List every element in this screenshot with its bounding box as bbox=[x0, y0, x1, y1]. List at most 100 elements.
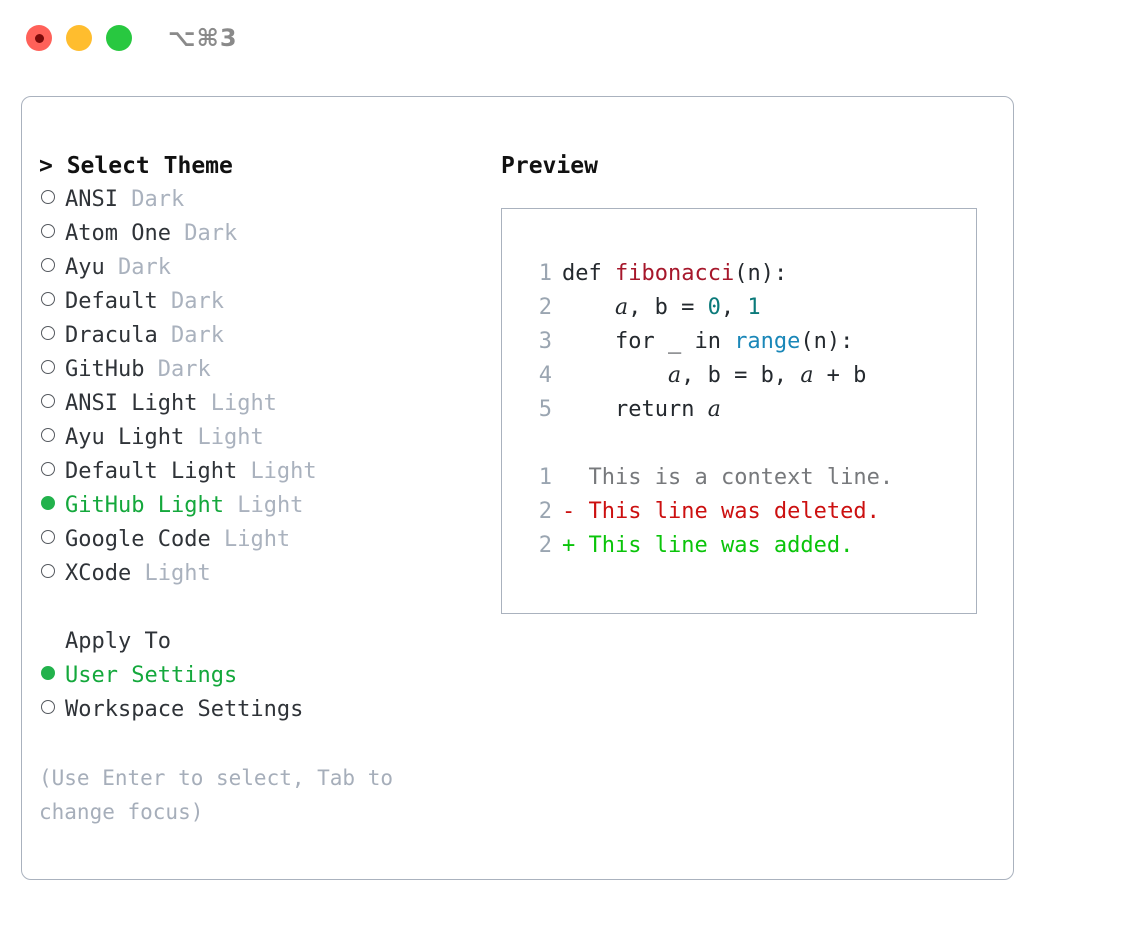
code-token-plain: , b = b, bbox=[681, 363, 801, 388]
code-line: 5 return a bbox=[522, 393, 976, 427]
theme-list-item[interactable]: GitHub Dark bbox=[39, 353, 499, 387]
space bbox=[105, 251, 118, 285]
code-line: 4 a, b = b, a + b bbox=[522, 359, 976, 393]
apply-to-label: User Settings bbox=[65, 663, 238, 688]
code-token-var: a bbox=[614, 295, 629, 320]
code-token-def: def bbox=[562, 261, 615, 286]
apply-to-item[interactable]: User Settings bbox=[39, 659, 499, 693]
theme-variant-tag: Light bbox=[144, 561, 211, 586]
code-token-plain: for _ in bbox=[562, 329, 735, 354]
code-token-var: a bbox=[667, 363, 682, 388]
theme-list-item[interactable]: Ayu Dark bbox=[39, 251, 499, 285]
theme-list-item[interactable]: XCode Light bbox=[39, 557, 499, 591]
space bbox=[144, 353, 157, 387]
theme-list-item[interactable]: Dracula Dark bbox=[39, 319, 499, 353]
diff-marker: + bbox=[562, 533, 589, 558]
code-diff-gap bbox=[522, 427, 976, 461]
minimize-button[interactable] bbox=[66, 25, 92, 51]
theme-variant-tag: Dark bbox=[131, 187, 185, 212]
line-number: 1 bbox=[538, 261, 552, 286]
diff-sample: 1 This is a context line.2- This line wa… bbox=[522, 461, 976, 563]
space bbox=[224, 489, 237, 523]
theme-variant-tag: Light bbox=[250, 459, 317, 484]
space bbox=[158, 319, 171, 353]
diff-line-text: This is a context line. bbox=[588, 465, 894, 490]
code-token-fn: fibonacci bbox=[614, 261, 735, 286]
theme-list-item[interactable]: GitHub Light Light bbox=[39, 489, 499, 523]
code-token-var: a bbox=[707, 397, 721, 422]
code-line: 3 for _ in range(n): bbox=[522, 325, 976, 359]
window-title: ⌥⌘3 bbox=[168, 24, 238, 52]
theme-variant-tag: Light bbox=[197, 425, 264, 450]
theme-list-item[interactable]: ANSI Dark bbox=[39, 183, 499, 217]
space bbox=[211, 523, 224, 557]
apply-to-label: Workspace Settings bbox=[65, 697, 304, 722]
theme-list-item[interactable]: ANSI Light Light bbox=[39, 387, 499, 421]
code-token-plain: (n): bbox=[734, 261, 788, 286]
code-token-plain: , bbox=[720, 295, 748, 320]
theme-variant-tag: Dark bbox=[170, 289, 224, 314]
hint-spacer bbox=[39, 727, 499, 761]
theme-variant-tag: Light bbox=[210, 391, 277, 416]
line-number: 1 bbox=[538, 465, 552, 490]
code-token-plain bbox=[562, 363, 668, 388]
theme-name: XCode bbox=[65, 561, 132, 586]
diff-line-text: This line was added. bbox=[588, 533, 854, 558]
code-token-plain: , b = bbox=[628, 295, 708, 320]
code-token-num: 0 bbox=[707, 295, 721, 320]
diff-line-context: 1 This is a context line. bbox=[522, 461, 976, 495]
code-line-text: return a bbox=[562, 393, 721, 427]
theme-variant-tag: Light bbox=[223, 527, 291, 552]
space bbox=[158, 285, 171, 319]
code-token-plain: (n): bbox=[800, 329, 854, 354]
theme-name: Atom One bbox=[65, 221, 171, 246]
zoom-button[interactable] bbox=[106, 25, 132, 51]
theme-list-item[interactable]: Atom One Dark bbox=[39, 217, 499, 251]
space bbox=[237, 455, 250, 489]
space bbox=[118, 183, 131, 217]
diff-marker bbox=[562, 461, 589, 495]
theme-variant-tag: Dark bbox=[118, 255, 171, 280]
line-number: 2 bbox=[538, 295, 552, 320]
select-theme-header: > Select Theme bbox=[39, 153, 233, 179]
theme-name: Default Light bbox=[65, 459, 238, 484]
theme-list-item[interactable]: Google Code Light bbox=[39, 523, 499, 557]
title-bar: ⌥⌘3 bbox=[0, 0, 1140, 78]
theme-variant-tag: Dark bbox=[184, 221, 238, 246]
theme-list-item[interactable]: Default Light Light bbox=[39, 455, 499, 489]
line-number: 5 bbox=[538, 397, 552, 422]
code-token-plain: + b bbox=[813, 363, 867, 388]
theme-list-item[interactable]: Ayu Light Light bbox=[39, 421, 499, 455]
space bbox=[171, 217, 184, 251]
apply-to-item[interactable]: Workspace Settings bbox=[39, 693, 499, 727]
space bbox=[184, 421, 197, 455]
code-token-plain: return bbox=[562, 397, 708, 422]
theme-variant-tag: Dark bbox=[170, 323, 224, 348]
theme-name: GitHub Light bbox=[65, 493, 224, 518]
space bbox=[197, 387, 210, 421]
diff-line-deleted: 2- This line was deleted. bbox=[522, 495, 976, 529]
code-token-plain bbox=[562, 295, 615, 320]
close-button[interactable] bbox=[26, 25, 52, 51]
apply-to-header: Apply To bbox=[65, 629, 171, 654]
code-line-text: a, b = 0, 1 bbox=[562, 291, 761, 325]
list-spacer bbox=[39, 591, 499, 625]
code-token-var: a bbox=[800, 363, 814, 388]
theme-name: Default bbox=[65, 289, 158, 314]
theme-name: ANSI bbox=[65, 187, 118, 212]
diff-line-added: 2+ This line was added. bbox=[522, 529, 976, 563]
code-line-text: def fibonacci(n): bbox=[562, 257, 787, 291]
theme-name: Dracula bbox=[65, 323, 158, 348]
theme-name: ANSI Light bbox=[65, 391, 198, 416]
code-token-num: 1 bbox=[747, 295, 761, 320]
theme-list-item[interactable]: Default Dark bbox=[39, 285, 499, 319]
code-line-text: a, b = b, a + b bbox=[562, 359, 866, 393]
diff-marker: - bbox=[562, 499, 589, 524]
traffic-light-controls bbox=[26, 25, 132, 51]
